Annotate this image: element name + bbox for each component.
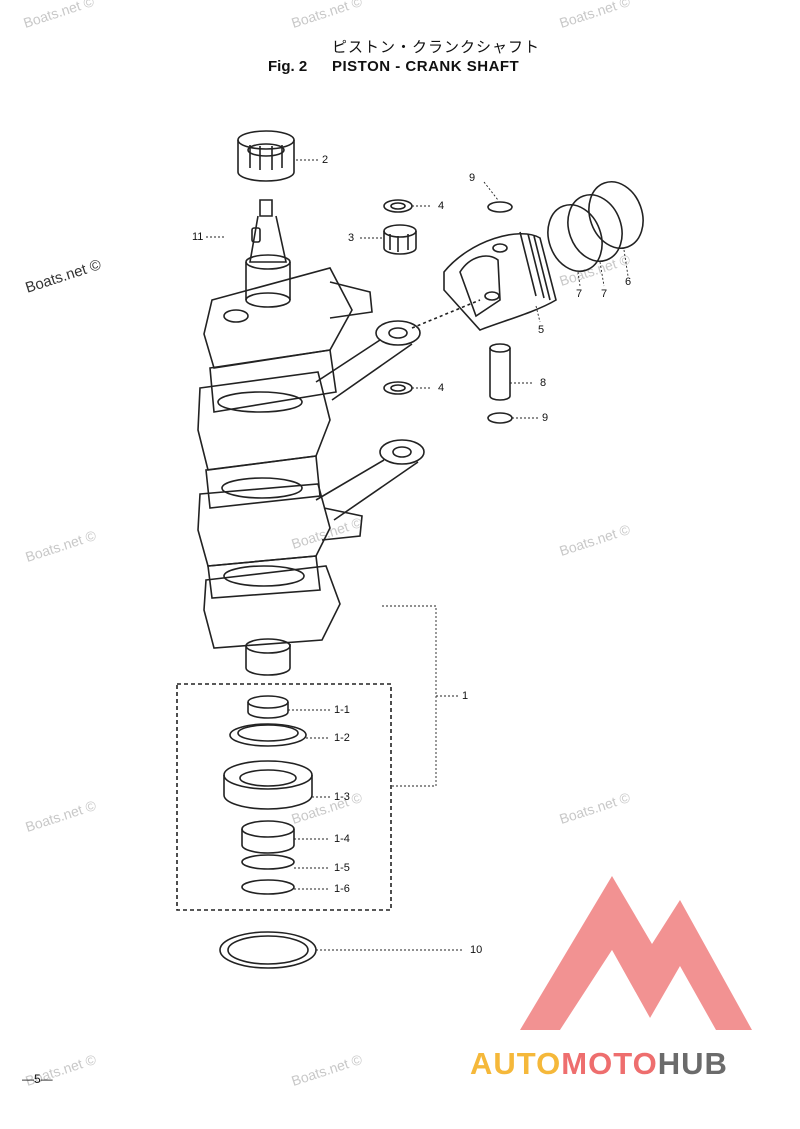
connecting-rod-upper (315, 281, 421, 401)
label-10: 10 (470, 944, 483, 956)
label-1-1: 1-1 (334, 704, 350, 716)
leader-lines (206, 159, 629, 951)
thrust-washer-lower (383, 381, 413, 395)
needle-bearing-top (237, 130, 295, 182)
piston-pin-clip-lower (487, 412, 513, 424)
bushing-1-4 (241, 820, 295, 854)
label-9-lower: 9 (542, 412, 549, 424)
label-1-4: 1-4 (334, 833, 350, 845)
label-6: 6 (625, 276, 632, 288)
crankshaft (197, 199, 353, 676)
thrust-washer-upper (383, 199, 413, 213)
automotohub-logo-mark (520, 876, 752, 1030)
label-9-upper: 9 (469, 172, 476, 184)
label-4-upper: 4 (438, 200, 445, 212)
snap-ring-1-6 (241, 879, 295, 895)
logo-part-moto: MOTO (561, 1046, 658, 1081)
small-end-bearing (383, 224, 417, 255)
label-1: 1 (462, 690, 469, 702)
connecting-rod-lower (315, 439, 425, 541)
label-7-a: 7 (576, 288, 583, 300)
ring-1-5 (241, 854, 295, 870)
label-4-lower: 4 (438, 382, 445, 394)
logo-part-auto: AUTO (470, 1046, 562, 1081)
label-1-6: 1-6 (334, 883, 350, 895)
label-1-5: 1-5 (334, 862, 350, 874)
piston-ring-2 (567, 194, 623, 262)
automotohub-logo-text: AUTOMOTOHUB (470, 1046, 728, 1082)
washer-10 (219, 931, 317, 969)
piston-pin-clip-upper (487, 201, 513, 213)
label-8: 8 (540, 377, 547, 389)
piston-pin (489, 343, 511, 401)
title-japanese: ピストン・クランクシャフト (332, 39, 541, 56)
logo-part-hub: HUB (657, 1046, 728, 1081)
ball-bearing-1-3 (223, 760, 313, 810)
piston-ring-3 (588, 181, 644, 249)
label-3: 3 (348, 232, 355, 244)
label-2: 2 (322, 154, 329, 166)
figure-number: Fig. 2 (268, 58, 308, 75)
label-5: 5 (538, 324, 545, 336)
label-11: 11 (192, 231, 204, 243)
bushing-1-1 (247, 695, 289, 719)
ring-1-2 (229, 723, 307, 747)
piston-ring-1 (547, 204, 603, 272)
piston (443, 231, 557, 331)
title-english: PISTON - CRANK SHAFT (332, 58, 520, 75)
label-7-b: 7 (601, 288, 608, 300)
label-1-2: 1-2 (334, 732, 350, 744)
label-1-3: 1-3 (334, 791, 350, 803)
page-number: —5— (22, 1072, 53, 1086)
bearing-kit-box (176, 683, 392, 911)
